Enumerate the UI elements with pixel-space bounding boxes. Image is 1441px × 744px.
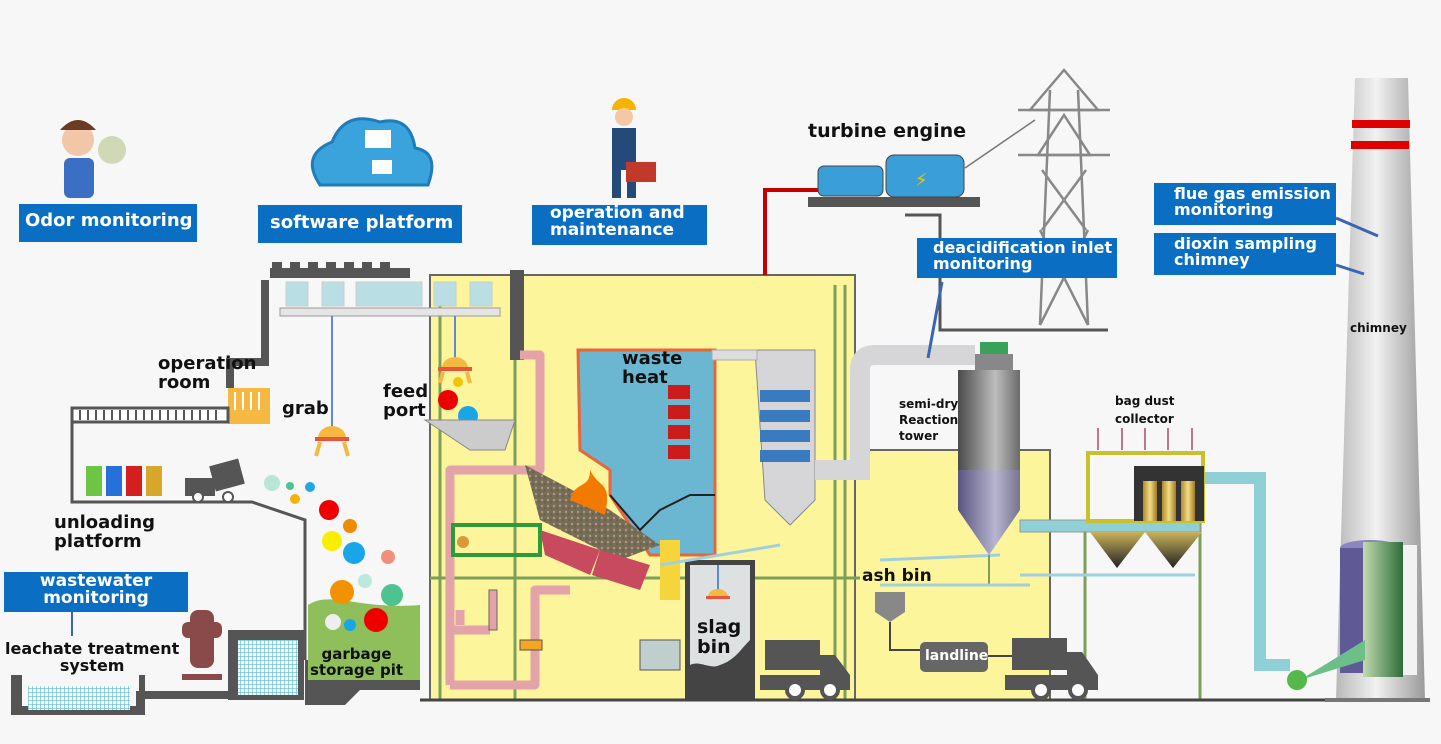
grab-label: grab (282, 398, 329, 419)
operation-maintenance-line2: maintenance (550, 220, 675, 240)
operation-room-line2: room (158, 371, 211, 393)
leachate-line1: leachate treatment (5, 639, 180, 658)
semi-dry-line2: Reaction (899, 413, 959, 428)
deacidification-inlet-monitoring-tag[interactable]: deacidification inlet monitoring (917, 238, 1117, 278)
flue-arrow (1335, 216, 1379, 238)
worker-icon (612, 98, 656, 198)
feed-port-line1: feed (383, 381, 429, 402)
operation-maintenance-line1: operation and (550, 203, 685, 223)
unloading-platform-label: unloading platform (54, 512, 156, 552)
deacid-line2: monitoring (933, 254, 1033, 273)
feed-port-label: feed port (383, 381, 429, 421)
landline-label: landline (925, 648, 989, 664)
dioxin-line2: chimney (1174, 250, 1250, 269)
ash-truck-icon (1005, 638, 1098, 700)
ash-bin-label: ash bin (862, 566, 932, 586)
garbage-truck-icon (185, 458, 245, 503)
feed-port-line2: port (383, 399, 426, 421)
feed-claw-icon (438, 357, 472, 387)
wastewater-line1: wastewater (39, 571, 153, 591)
svg-text:⚡: ⚡ (915, 170, 928, 191)
turbine-engine-label: turbine engine (808, 120, 967, 142)
unloading-line1: unloading (54, 512, 156, 533)
recycle-bins-icon (86, 466, 162, 496)
bag-line2: collector (1115, 412, 1174, 426)
software-platform-tag[interactable]: software platform (258, 205, 462, 243)
odor-person-icon (60, 120, 126, 198)
garbage-storage-pit-label: garbage storage pit (310, 645, 404, 679)
leachate-line2: system (59, 655, 125, 675)
bag-line1: bag dust (1115, 394, 1175, 408)
operation-room-label: operation room (158, 353, 257, 393)
slag-bin-label: slag bin (697, 616, 742, 658)
flue-line1: flue gas emission (1174, 184, 1331, 203)
dioxin-line1: dioxin sampling (1174, 234, 1317, 253)
chimney-label: chimney (1350, 321, 1407, 335)
unloading-line2: platform (54, 530, 142, 552)
dioxin-sampling-chimney-tag[interactable]: dioxin sampling chimney (1154, 233, 1336, 275)
operation-maintenance-tag[interactable]: operation and maintenance (532, 205, 707, 245)
odor-monitoring-tag[interactable]: Odor monitoring (19, 204, 197, 242)
leachate-treatment-label: leachate treatment system (5, 639, 180, 675)
slag-bin-line2: bin (697, 635, 731, 658)
fan-icon (1287, 670, 1307, 690)
garbage-line1: garbage (321, 645, 392, 663)
slag-claw-icon (706, 589, 730, 599)
bag-dust-collector-label: bag dust collector (1115, 392, 1174, 428)
wastewater-monitoring-tag[interactable]: wastewater monitoring (4, 572, 188, 612)
slag-truck-icon (760, 640, 850, 700)
semi-dry-reaction-tower-label: semi-dry Reaction tower (899, 396, 958, 445)
operation-room-line1: operation (158, 353, 257, 374)
cloud-platform-icon (310, 117, 434, 187)
flue-line2: monitoring (1174, 200, 1274, 219)
power-tower-icon (1018, 68, 1110, 326)
turbine-icon: ⚡ (817, 154, 965, 198)
slag-bin-line1: slag (697, 616, 742, 638)
semi-dry-line1: semi-dry (899, 397, 959, 411)
garbage-line2: storage pit (310, 660, 404, 679)
waste-heat-line2: heat (622, 366, 668, 388)
deacid-line1: deacidification inlet (933, 238, 1113, 257)
wastewater-line2: monitoring (43, 588, 149, 608)
garbage-balls (264, 390, 478, 632)
semi-dry-line3: tower (899, 429, 939, 444)
dioxin-arrow (1335, 263, 1365, 276)
grab-claw-icon (314, 426, 350, 457)
hydrant-icon (182, 610, 222, 680)
waste-heat-label: waste heat (622, 348, 683, 388)
deacid-arrow (926, 281, 944, 359)
flue-gas-emission-monitoring-tag[interactable]: flue gas emission monitoring (1154, 183, 1336, 225)
waste-heat-line1: waste (622, 348, 683, 369)
